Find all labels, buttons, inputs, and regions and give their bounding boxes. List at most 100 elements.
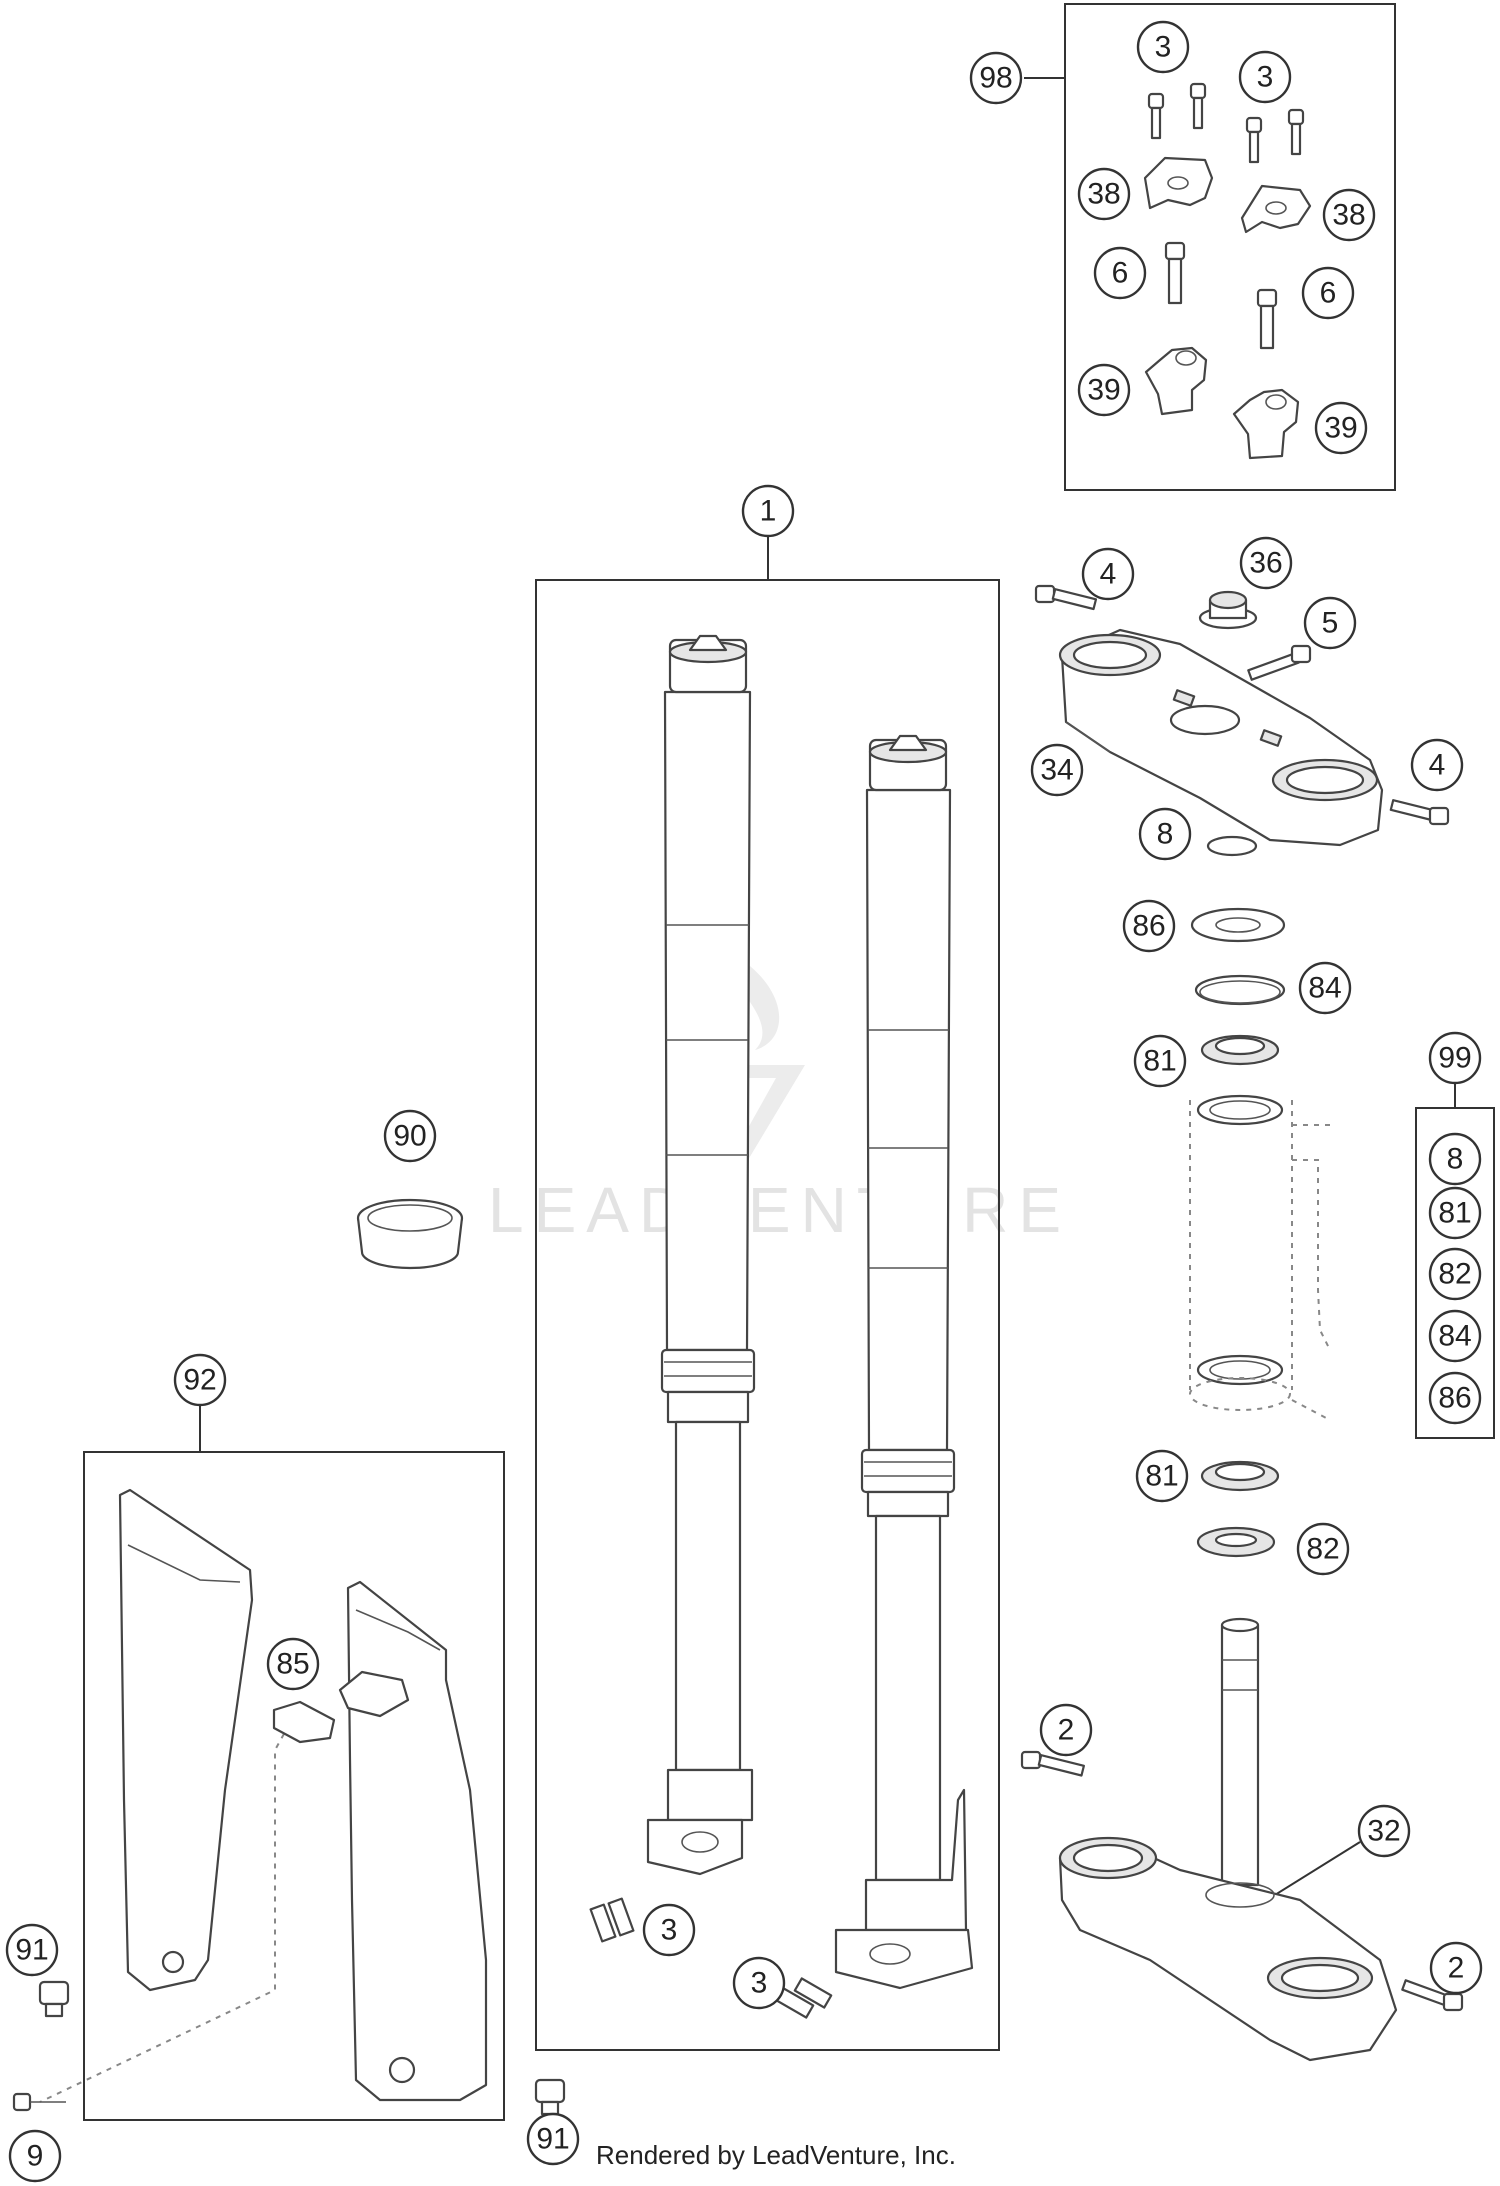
callout-32: 32 xyxy=(1357,1804,1411,1858)
svg-text:81: 81 xyxy=(1143,1045,1176,1078)
callout-9: 9 xyxy=(8,2129,62,2183)
o-ring-8 xyxy=(1206,835,1258,857)
svg-text:2: 2 xyxy=(1058,1714,1075,1747)
callout-90: 90 xyxy=(383,1109,437,1163)
bolt-91-left xyxy=(38,1980,70,2018)
svg-text:2: 2 xyxy=(1448,1952,1465,1985)
callout-8: 8 xyxy=(1428,1132,1482,1186)
ring-90-part xyxy=(356,1198,464,1270)
svg-text:84: 84 xyxy=(1438,1320,1471,1353)
callout-3: 3 xyxy=(1238,50,1292,104)
fork-protector-left xyxy=(118,1488,254,1992)
callout-86: 86 xyxy=(1428,1371,1482,1425)
svg-text:3: 3 xyxy=(1257,61,1274,94)
callout-38: 38 xyxy=(1077,167,1131,221)
bolt-part xyxy=(1147,92,1165,140)
svg-text:39: 39 xyxy=(1324,412,1357,445)
kit-98-box xyxy=(1064,3,1396,491)
svg-text:6: 6 xyxy=(1112,257,1129,290)
svg-text:8: 8 xyxy=(1157,818,1174,851)
svg-text:39: 39 xyxy=(1087,374,1120,407)
fork-leg-left xyxy=(646,634,756,1876)
callout-84: 84 xyxy=(1298,961,1352,1015)
svg-text:6: 6 xyxy=(1320,277,1337,310)
callout-99: 99 xyxy=(1428,1031,1482,1085)
callout-8: 8 xyxy=(1138,807,1192,861)
lower-triple-clamp-32 xyxy=(1058,1617,1398,2062)
callout-91: 91 xyxy=(526,2112,580,2166)
clamp-part xyxy=(1143,156,1214,210)
callout-2: 2 xyxy=(1039,1703,1093,1757)
svg-text:86: 86 xyxy=(1438,1382,1471,1415)
handlebar-bolt-part xyxy=(1256,288,1278,350)
callout-34: 34 xyxy=(1030,743,1084,797)
screw-9 xyxy=(12,2092,66,2112)
callout-bubbles: 1 98 3 3 38 38 6 6 39 39 4 36 5 34 4 8 8… xyxy=(5,20,1483,2183)
callout-81: 81 xyxy=(1135,1449,1189,1503)
seal-82 xyxy=(1196,1526,1276,1558)
upper-triple-clamp-34 xyxy=(1058,628,1384,847)
svg-text:36: 36 xyxy=(1249,547,1282,580)
svg-text:1: 1 xyxy=(760,495,777,528)
fork-protector-right xyxy=(346,1580,488,2102)
callout-3: 3 xyxy=(1136,20,1190,74)
fork-clamp-bolts xyxy=(589,1897,833,2019)
svg-text:99: 99 xyxy=(1438,1042,1471,1075)
watermark: LEADVENTURE xyxy=(488,955,1071,1246)
svg-text:8: 8 xyxy=(1447,1143,1464,1176)
callout-91: 91 xyxy=(5,1923,59,1977)
bearing-81-lower xyxy=(1200,1460,1280,1492)
footer-credit: Rendered by LeadVenture, Inc. xyxy=(596,2140,956,2170)
callout-86: 86 xyxy=(1122,899,1176,953)
svg-text:3: 3 xyxy=(751,1967,768,2000)
svg-text:92: 92 xyxy=(183,1364,216,1397)
callout-4: 4 xyxy=(1081,547,1135,601)
bolt-4-right xyxy=(1389,799,1450,826)
callout-3: 3 xyxy=(642,1903,696,1957)
bolt-part xyxy=(1245,116,1263,164)
nut-36 xyxy=(1198,590,1258,630)
kit-98-parts xyxy=(1143,82,1312,460)
callout-81: 81 xyxy=(1428,1186,1482,1240)
handlebar-bolt-part xyxy=(1164,241,1186,305)
svg-text:81: 81 xyxy=(1145,1460,1178,1493)
callout-6: 6 xyxy=(1093,246,1147,300)
svg-text:34: 34 xyxy=(1040,754,1073,787)
bolt-2-upper xyxy=(1020,1750,1086,1777)
callout-1: 1 xyxy=(741,484,795,538)
callout-4: 4 xyxy=(1410,738,1464,792)
callout-92: 92 xyxy=(173,1353,227,1407)
ring-84 xyxy=(1194,974,1286,1006)
svg-text:98: 98 xyxy=(979,62,1012,95)
callout-39: 39 xyxy=(1314,401,1368,455)
svg-text:38: 38 xyxy=(1332,199,1365,232)
callout-82: 82 xyxy=(1296,1522,1350,1576)
callout-84: 84 xyxy=(1428,1309,1482,1363)
svg-text:3: 3 xyxy=(661,1914,678,1947)
callout-5: 5 xyxy=(1303,596,1357,650)
svg-text:84: 84 xyxy=(1308,972,1341,1005)
svg-text:5: 5 xyxy=(1322,607,1339,640)
svg-text:82: 82 xyxy=(1438,1258,1471,1291)
svg-text:82: 82 xyxy=(1306,1533,1339,1566)
svg-text:91: 91 xyxy=(536,2123,569,2156)
svg-text:3: 3 xyxy=(1155,31,1172,64)
watermark-text: LEADVENTURE xyxy=(488,1174,1071,1246)
bolt-2-lower xyxy=(1401,1979,1464,2012)
steering-head-outline xyxy=(1189,1094,1331,1421)
callout-6: 6 xyxy=(1301,266,1355,320)
svg-text:9: 9 xyxy=(27,2140,44,2173)
callout-38: 38 xyxy=(1322,188,1376,242)
bolt-91-bottom xyxy=(534,2078,566,2116)
callout-81: 81 xyxy=(1133,1034,1187,1088)
callout-98: 98 xyxy=(969,51,1023,105)
callout-2: 2 xyxy=(1429,1941,1483,1995)
svg-text:81: 81 xyxy=(1438,1197,1471,1230)
bolt-5 xyxy=(1247,644,1312,681)
bearing-81-upper xyxy=(1200,1034,1280,1066)
fork-protector-92-box xyxy=(83,1451,505,2121)
callout-82: 82 xyxy=(1428,1247,1482,1301)
svg-text:91: 91 xyxy=(15,1934,48,1967)
svg-text:32: 32 xyxy=(1367,1815,1400,1848)
